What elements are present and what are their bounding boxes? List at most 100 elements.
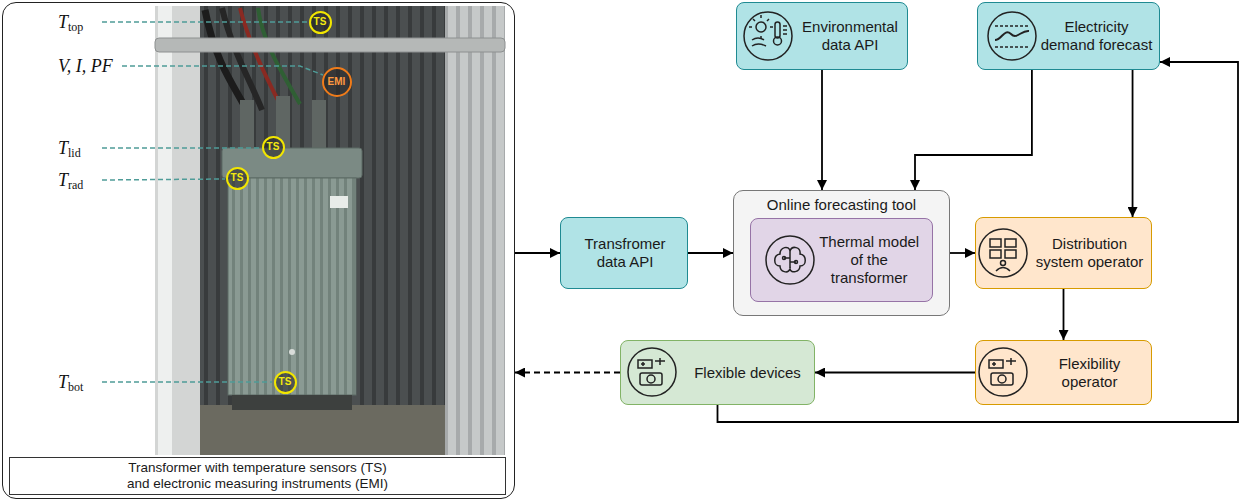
leader-line	[102, 22, 323, 382]
flexibility-icon	[991, 373, 1013, 385]
sensor-tag: TS	[311, 17, 330, 27]
sensor-circle: TS	[274, 371, 297, 394]
flexibility-icon	[998, 375, 1006, 383]
signal-label: Ttop	[58, 10, 83, 34]
flexibility-icon	[979, 348, 1027, 396]
transformer-body	[330, 196, 348, 208]
operator-icon	[990, 239, 1001, 247]
devices-icon	[647, 375, 655, 383]
transformer-body	[222, 96, 362, 410]
weather-icon	[756, 22, 766, 32]
demand-icon	[988, 12, 1036, 60]
operator-icon	[996, 268, 1010, 272]
operator-box: Distribution system operator	[975, 217, 1152, 289]
photo-background	[155, 6, 505, 455]
brain-icon	[795, 261, 798, 264]
transformer-body	[240, 100, 254, 148]
weather-icon	[744, 12, 792, 60]
connector-arrow	[515, 252, 560, 254]
weather-icon	[783, 26, 787, 34]
devices-icon	[638, 360, 652, 368]
brain-icon	[783, 257, 786, 260]
flexibility-icon	[992, 358, 1016, 366]
leader-line	[102, 147, 261, 149]
operator-icon	[1005, 250, 1016, 258]
box-label: Thermal model of the transformer	[813, 233, 926, 287]
connector-arrow	[821, 70, 823, 190]
demand-icon	[995, 26, 1029, 47]
brain-icon	[766, 236, 814, 284]
connector-arrow	[950, 252, 975, 254]
brain-icon	[784, 251, 796, 268]
pipe	[155, 38, 505, 52]
transformer-body	[312, 100, 326, 148]
photo-background	[445, 6, 505, 455]
weather-icon	[774, 37, 782, 45]
demand-icon	[995, 31, 1029, 40]
tool-group: Online forecasting toolThermal model of …	[733, 190, 950, 316]
transformer-body	[228, 178, 356, 395]
box-label: Electricity demand forecast	[1040, 18, 1153, 54]
connector-arrow	[915, 70, 1032, 190]
flexibility-icon	[979, 348, 1027, 396]
box-label: Environmental data API	[799, 18, 901, 54]
sensor-tag: TS	[264, 142, 283, 152]
sensor-circle: TS	[309, 11, 332, 34]
connector-arrow	[1063, 289, 1065, 340]
devices-icon	[640, 373, 662, 385]
photo-background	[158, 6, 172, 455]
operator-icon	[979, 229, 1027, 277]
box-label: Online forecasting tool	[734, 196, 949, 214]
leader-line	[102, 21, 307, 23]
transformer-body	[232, 395, 352, 410]
leader-line	[102, 381, 272, 383]
instrument-circle: EMI	[322, 67, 352, 97]
data-source-box: Transfromer data API	[560, 217, 688, 289]
pipe	[155, 38, 505, 52]
connector-arrow	[815, 372, 975, 374]
sensor-tag: TS	[276, 377, 295, 387]
connector-arrow	[688, 252, 733, 254]
leader-line	[102, 179, 225, 180]
signal-label: Tbot	[58, 370, 83, 394]
photo-background	[155, 6, 505, 455]
sensor-tag: EMI	[324, 77, 350, 87]
flexibility-icon	[989, 360, 1003, 368]
operator-icon	[1001, 261, 1006, 266]
demand-icon	[988, 12, 1036, 60]
brain-icon	[775, 247, 806, 271]
signal-label: Trad	[58, 168, 83, 192]
signal-label: V, I, PF	[58, 54, 113, 78]
weather-icon	[752, 38, 766, 46]
photo-background	[155, 6, 200, 455]
devices-icon	[628, 348, 676, 396]
photo-background	[200, 405, 445, 455]
signal-label: Tlid	[58, 136, 81, 160]
caption-text: Transformer with temperature sensors (TS…	[9, 457, 506, 495]
operator-box: Flexibility operator	[975, 340, 1152, 405]
leader-line	[122, 66, 323, 75]
photo-panel: Transformer with temperature sensors (TS…	[2, 2, 515, 499]
box-label: Transfromer data API	[569, 235, 681, 271]
transformer-body	[289, 349, 295, 355]
weather-icon	[775, 22, 780, 38]
weather-icon	[744, 12, 792, 60]
model-box: Thermal model of the transformer	[750, 218, 933, 302]
data-source-box: Electricity demand forecast	[977, 2, 1160, 70]
devices-icon	[628, 348, 676, 396]
data-source-box: Environmental data API	[736, 2, 908, 70]
device-box: Flexible devices	[620, 340, 815, 405]
box-label: Distribution system operator	[1034, 235, 1145, 271]
brain-icon	[766, 236, 814, 284]
box-label: Flexible devices	[687, 364, 808, 382]
operator-icon	[1005, 239, 1016, 247]
sensor-circle: TS	[226, 167, 249, 190]
connector-arrow	[515, 372, 620, 374]
sensor-circle: TS	[262, 136, 285, 159]
connector-arrow	[1132, 70, 1134, 217]
operator-icon	[990, 250, 1001, 258]
operator-icon	[979, 229, 1027, 277]
box-label: Flexibility operator	[1034, 355, 1145, 391]
devices-icon	[641, 358, 665, 366]
